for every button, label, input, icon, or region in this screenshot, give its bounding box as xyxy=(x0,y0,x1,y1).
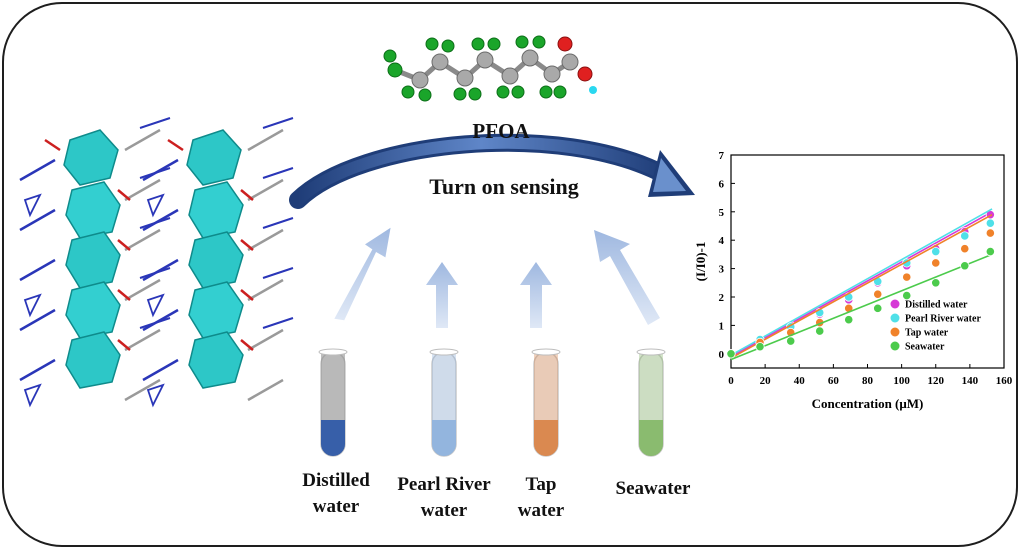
sample-label-seawater: Seawater xyxy=(598,476,708,502)
y-tick-label: 0 xyxy=(719,349,725,361)
fit-line xyxy=(730,211,993,358)
data-point xyxy=(931,258,941,268)
x-tick-label: 40 xyxy=(794,375,806,387)
sample-label-pearl-river: Pearl River water xyxy=(386,472,502,524)
x-tick-label: 100 xyxy=(893,375,910,387)
sample-label-distilled: Distilled water xyxy=(288,468,384,520)
test-tube xyxy=(429,348,459,457)
legend-label: Tap water xyxy=(905,328,949,339)
fit-line xyxy=(730,213,993,359)
data-point xyxy=(960,231,970,241)
sample-label-line: Distilled xyxy=(302,470,370,491)
data-point xyxy=(931,278,941,288)
data-point xyxy=(815,326,825,336)
test-tube xyxy=(318,348,348,457)
sample-label-line: Tap xyxy=(525,474,557,495)
sample-label-line: Pearl River xyxy=(397,474,491,495)
data-point xyxy=(726,349,736,359)
y-tick-label: 5 xyxy=(719,207,725,219)
sample-label-line: Seawater xyxy=(615,478,691,499)
data-point xyxy=(960,261,970,271)
tube-rim xyxy=(636,348,666,356)
data-point xyxy=(902,272,912,282)
test-tube xyxy=(636,348,666,457)
data-point xyxy=(873,303,883,313)
test-tube xyxy=(531,348,561,457)
y-tick-label: 2 xyxy=(719,292,725,304)
sample-label-line: water xyxy=(420,500,468,521)
data-point xyxy=(931,246,941,257)
x-tick-label: 80 xyxy=(862,375,874,387)
data-point xyxy=(844,315,854,325)
fit-line xyxy=(730,208,993,356)
x-tick-label: 160 xyxy=(996,375,1013,387)
legend-marker xyxy=(890,299,900,309)
sample-label-line: water xyxy=(312,496,360,517)
sample-label-line: water xyxy=(517,500,565,521)
sample-label-tap: Tap water xyxy=(506,472,576,524)
x-tick-label: 140 xyxy=(962,375,979,387)
series-group xyxy=(726,246,995,361)
x-tick-label: 120 xyxy=(928,375,945,387)
legend-marker xyxy=(890,341,900,351)
tube-lower-liquid xyxy=(534,420,558,456)
legend-marker xyxy=(890,313,900,323)
pfoa-molecule-image xyxy=(383,35,597,102)
x-tick-label: 20 xyxy=(760,375,772,387)
tube-rim xyxy=(531,348,561,356)
tube-lower-liquid xyxy=(432,420,456,456)
data-point xyxy=(985,218,995,228)
data-point xyxy=(960,244,970,254)
tube-rim xyxy=(318,348,348,356)
legend-label: Pearl River water xyxy=(905,314,981,325)
y-tick-label: 7 xyxy=(719,150,725,162)
mof-column xyxy=(19,117,171,408)
x-tick-label: 60 xyxy=(828,375,840,387)
y-tick-label: 1 xyxy=(719,320,725,332)
process-label: Turn on sensing xyxy=(429,174,579,199)
turn-on-arrow xyxy=(289,133,695,209)
x-tick-label: 0 xyxy=(728,375,734,387)
y-tick-label: 6 xyxy=(719,178,725,190)
data-point xyxy=(985,246,995,257)
molecule-name: PFOA xyxy=(472,119,530,143)
y-axis-label: (I/I0)-1 xyxy=(693,242,708,282)
data-point xyxy=(873,289,883,299)
y-tick-label: 3 xyxy=(719,264,725,276)
legend-label: Distilled water xyxy=(905,300,968,311)
data-point xyxy=(755,342,765,352)
x-axis-label: Concentration (μM) xyxy=(812,396,924,411)
legend-marker xyxy=(890,327,900,337)
upward-arrows xyxy=(334,227,660,328)
tube-lower-liquid xyxy=(639,420,663,456)
tube-rim xyxy=(429,348,459,356)
fit-line xyxy=(730,253,993,361)
data-point xyxy=(786,336,796,346)
tube-lower-liquid xyxy=(321,420,345,456)
data-point xyxy=(985,228,995,238)
y-tick-label: 4 xyxy=(719,235,725,247)
legend-label: Seawater xyxy=(905,342,945,353)
data-point xyxy=(902,290,912,301)
mof-structure-image xyxy=(19,116,295,408)
